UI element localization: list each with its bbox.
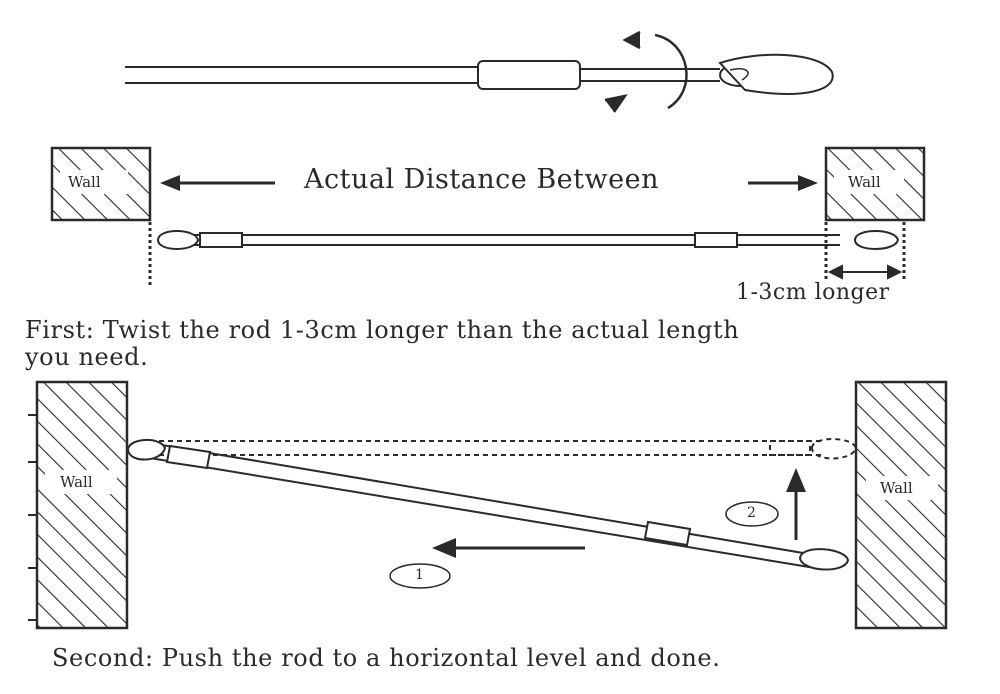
- extended-rod: [156, 230, 900, 250]
- bottom-right-wall-label: Wall: [880, 479, 913, 497]
- step-marker-2-circle: [725, 501, 779, 527]
- twist-rod-illustration: [125, 53, 834, 95]
- extra-length-arrow: [827, 264, 903, 280]
- distance-arrow-left: [160, 175, 275, 191]
- distance-title: Actual Distance Between: [304, 164, 659, 195]
- step1-instruction-line2: you need.: [25, 343, 149, 371]
- target-rod-dashed: [150, 438, 858, 460]
- top-left-wall: [50, 146, 152, 222]
- bottom-left-wall: [28, 380, 129, 630]
- push-left-arrow: [432, 538, 585, 558]
- top-right-wall-label: Wall: [848, 173, 881, 191]
- bottom-left-wall-label: Wall: [60, 473, 93, 491]
- step-marker-1: 1: [415, 567, 424, 583]
- bottom-right-wall: [854, 380, 948, 630]
- step-marker-1-circle: [389, 563, 451, 589]
- measure-dotted-lines: [148, 222, 906, 285]
- step-marker-2: 2: [747, 505, 756, 521]
- step2-instruction: Second: Push the rod to a horizontal lev…: [52, 644, 721, 672]
- extra-length-label: 1-3cm longer: [736, 280, 890, 305]
- top-left-wall-label: Wall: [68, 173, 101, 191]
- tilted-rod: [126, 439, 850, 571]
- distance-arrow-right: [748, 175, 818, 191]
- step1-instruction-line1: First: Twist the rod 1-3cm longer than t…: [25, 316, 740, 344]
- push-up-arrow: [786, 468, 806, 540]
- twist-arrow-icon: [604, 30, 688, 113]
- top-right-wall: [824, 146, 926, 222]
